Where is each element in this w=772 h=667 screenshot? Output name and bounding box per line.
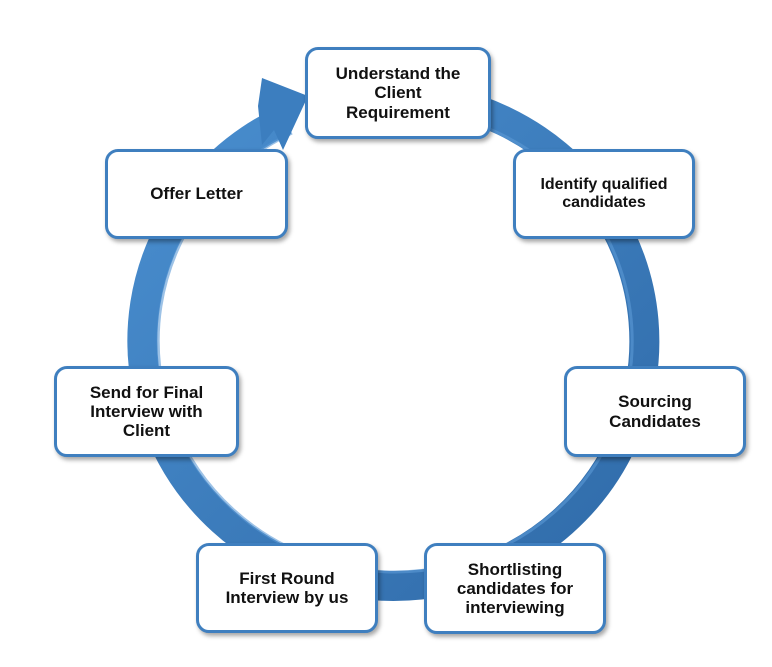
step-final-interview: Send for Final Interview with Client (54, 366, 239, 457)
step-shortlisting: Shortlisting candidates for interviewing (424, 543, 606, 634)
step-label: Shortlisting candidates for interviewing (456, 559, 574, 618)
step-identify-candidates: Identify qualified candidates (513, 149, 695, 239)
step-sourcing-candidates: Sourcing Candidates (564, 366, 746, 457)
step-label: Sourcing Candidates (609, 392, 701, 431)
step-label: Understand the Client Requirement (335, 64, 461, 122)
step-label: Identify qualified candidates (540, 176, 668, 211)
step-label: Send for Final Interview with Client (89, 382, 204, 441)
step-understand-requirement: Understand the Client Requirement (305, 47, 491, 139)
cycle-arrowhead (258, 78, 308, 150)
step-first-round-interview: First Round Interview by us (196, 543, 378, 633)
step-offer-letter: Offer Letter (105, 149, 288, 239)
step-label: First Round Interview by us (225, 568, 349, 607)
step-label: Offer Letter (150, 184, 243, 204)
